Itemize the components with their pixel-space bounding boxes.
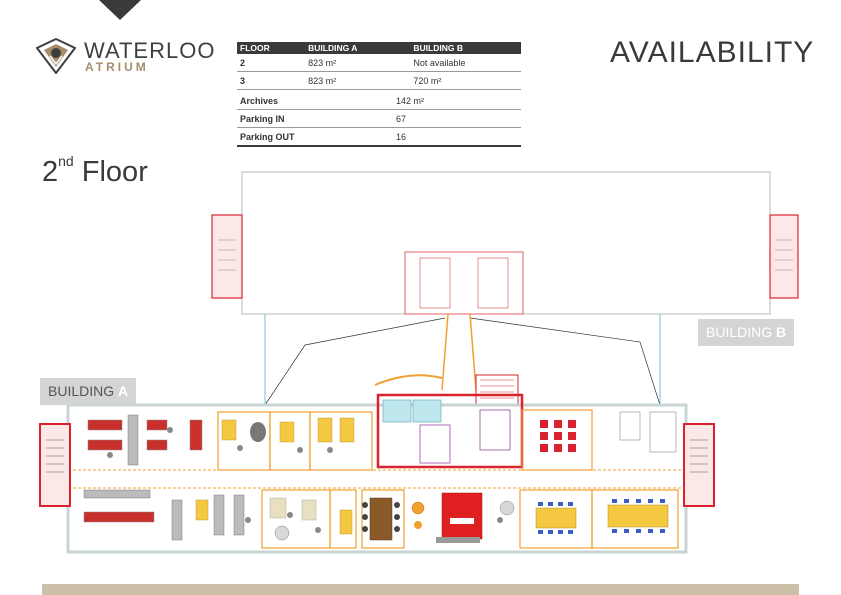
building-b-cell: 720 m² xyxy=(410,71,521,90)
floor-title: 2nd Floor xyxy=(42,153,148,189)
header-floor: FLOOR xyxy=(237,42,306,54)
table-row: 3 823 m² 720 m² xyxy=(237,71,521,90)
building-b-prefix: BUILDING xyxy=(706,324,777,340)
logo: WATERLOO ATRIUM xyxy=(36,38,214,78)
extra-value: 16 xyxy=(393,127,521,147)
extras-table: Archives 142 m² Parking IN 67 Parking OU… xyxy=(237,92,521,147)
footer-bar xyxy=(42,584,799,595)
building-b-cell: Not available xyxy=(410,54,521,72)
building-a-cell: 823 m² xyxy=(305,71,411,90)
lion-logo-icon xyxy=(36,38,76,74)
building-a-cell: 823 m² xyxy=(305,54,411,72)
table-row: Archives 142 m² xyxy=(237,92,521,110)
extra-value: 67 xyxy=(393,109,521,128)
floor-cell: 3 xyxy=(237,71,306,90)
floor-number: 2 xyxy=(42,156,59,188)
page-title: AVAILABILITY xyxy=(610,36,815,69)
brand-name: WATERLOO xyxy=(84,38,216,63)
table-row: Parking OUT 16 xyxy=(237,127,521,147)
extra-label: Archives xyxy=(237,92,393,110)
brand-subtitle: ATRIUM xyxy=(85,60,149,74)
extra-label: Parking IN xyxy=(237,109,393,128)
availability-table: FLOOR BUILDING A BUILDING B 2 823 m² Not… xyxy=(237,42,521,90)
building-a-tag: BUILDING A xyxy=(40,378,137,405)
header-building-b: BUILDING B xyxy=(410,42,521,54)
building-b-letter: B xyxy=(776,324,787,340)
extra-value: 142 m² xyxy=(393,92,521,110)
building-a-prefix: BUILDING xyxy=(48,383,119,399)
building-a-letter: A xyxy=(118,383,129,399)
top-marker xyxy=(99,0,141,20)
table-row: Parking IN 67 xyxy=(237,109,521,128)
extra-label: Parking OUT xyxy=(237,127,393,147)
floor-label: Floor xyxy=(73,156,148,188)
floor-cell: 2 xyxy=(237,54,306,72)
header-building-a: BUILDING A xyxy=(305,42,411,54)
table-row: 2 823 m² Not available xyxy=(237,54,521,72)
floor-suffix: nd xyxy=(58,153,74,170)
building-b-tag: BUILDING B xyxy=(698,319,795,346)
